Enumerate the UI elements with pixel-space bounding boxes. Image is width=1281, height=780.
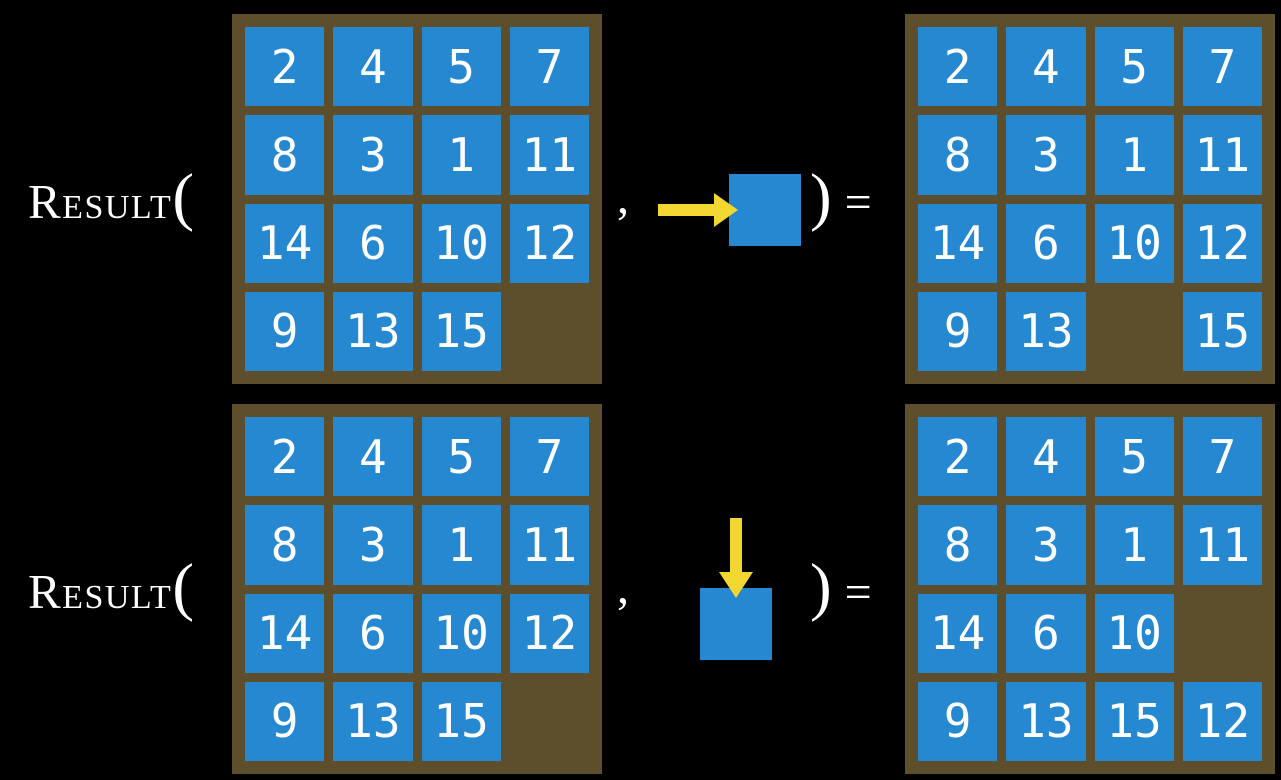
empty-cell	[1183, 594, 1262, 673]
puzzle-tile: 2	[918, 417, 998, 497]
puzzle-tile: 3	[1006, 505, 1086, 585]
puzzle-tile: 5	[1094, 417, 1174, 497]
puzzle-tile: 14	[245, 203, 325, 283]
comma: ,	[617, 171, 629, 224]
puzzle-tile: 6	[1006, 203, 1086, 283]
example-1-moving-tile-square	[729, 174, 801, 246]
puzzle-tile: 7	[509, 27, 589, 107]
puzzle-tile: 2	[245, 27, 325, 107]
puzzle-tile: 3	[1006, 115, 1086, 195]
example-2-moving-tile-square	[700, 588, 772, 660]
puzzle-tile: 14	[918, 593, 998, 673]
function-name: Result	[28, 564, 173, 619]
function-call-open: Result(	[28, 160, 194, 235]
puzzle-tile: 12	[509, 593, 589, 673]
puzzle-tile: 4	[1006, 417, 1086, 497]
puzzle-tile: 10	[421, 203, 501, 283]
puzzle-tile: 12	[509, 203, 589, 283]
puzzle-tile: 10	[421, 593, 501, 673]
puzzle-tile: 2	[245, 417, 325, 497]
function-call-open: Result(	[28, 550, 194, 625]
puzzle-tile: 8	[245, 505, 325, 585]
puzzle-tile: 15	[1094, 681, 1174, 761]
puzzle-tile: 14	[245, 593, 325, 673]
puzzle-tile: 4	[1006, 27, 1086, 107]
puzzle-tile: 7	[1182, 417, 1262, 497]
close-paren-icon: )	[810, 551, 832, 623]
puzzle-tile: 14	[918, 203, 998, 283]
function-call-close: )=	[810, 160, 872, 235]
puzzle-tile: 9	[245, 291, 325, 371]
empty-cell	[1095, 292, 1174, 371]
empty-cell	[510, 292, 589, 371]
puzzle-tile: 8	[918, 115, 998, 195]
open-paren-icon: (	[172, 161, 194, 233]
puzzle-tile: 7	[509, 417, 589, 497]
comma: ,	[617, 561, 629, 614]
puzzle-tile: 1	[1094, 115, 1174, 195]
puzzle-tile: 5	[421, 417, 501, 497]
arrow-right-icon	[658, 193, 738, 227]
puzzle-tile: 10	[1094, 203, 1174, 283]
puzzle-tile: 11	[509, 115, 589, 195]
puzzle-tile: 9	[918, 681, 998, 761]
close-paren-icon: )	[810, 161, 832, 233]
arrow-down-icon	[719, 518, 753, 598]
puzzle-tile: 13	[333, 291, 413, 371]
puzzle-tile: 7	[1182, 27, 1262, 107]
open-paren-icon: (	[172, 551, 194, 623]
puzzle-tile: 5	[421, 27, 501, 107]
puzzle-tile: 13	[333, 681, 413, 761]
puzzle-tile: 1	[421, 505, 501, 585]
puzzle-tile: 2	[918, 27, 998, 107]
puzzle-tile: 3	[333, 505, 413, 585]
puzzle-tile: 13	[1006, 681, 1086, 761]
puzzle-tile: 12	[1182, 681, 1262, 761]
puzzle-tile: 11	[509, 505, 589, 585]
puzzle-tile: 9	[245, 681, 325, 761]
puzzle-tile: 1	[421, 115, 501, 195]
puzzle-tile: 10	[1094, 593, 1174, 673]
function-call-close: )=	[810, 550, 872, 625]
puzzle-tile: 3	[333, 115, 413, 195]
puzzle-tile: 15	[421, 291, 501, 371]
puzzle-tile: 6	[1006, 593, 1086, 673]
puzzle-tile: 8	[245, 115, 325, 195]
equals-sign: =	[844, 176, 872, 229]
puzzle-tile: 15	[1182, 291, 1262, 371]
empty-cell	[510, 682, 589, 761]
puzzle-tile: 6	[333, 593, 413, 673]
puzzle-tile: 12	[1182, 203, 1262, 283]
puzzle-tile: 4	[333, 417, 413, 497]
puzzle-tile: 1	[1094, 505, 1174, 585]
puzzle-tile: 4	[333, 27, 413, 107]
puzzle-tile: 11	[1182, 115, 1262, 195]
puzzle-tile: 6	[333, 203, 413, 283]
equals-sign: =	[844, 566, 872, 619]
puzzle-tile: 5	[1094, 27, 1174, 107]
puzzle-tile: 11	[1182, 505, 1262, 585]
puzzle-tile: 8	[918, 505, 998, 585]
puzzle-tile: 13	[1006, 291, 1086, 371]
puzzle-tile: 15	[421, 681, 501, 761]
puzzle-tile: 9	[918, 291, 998, 371]
function-name: Result	[28, 174, 173, 229]
